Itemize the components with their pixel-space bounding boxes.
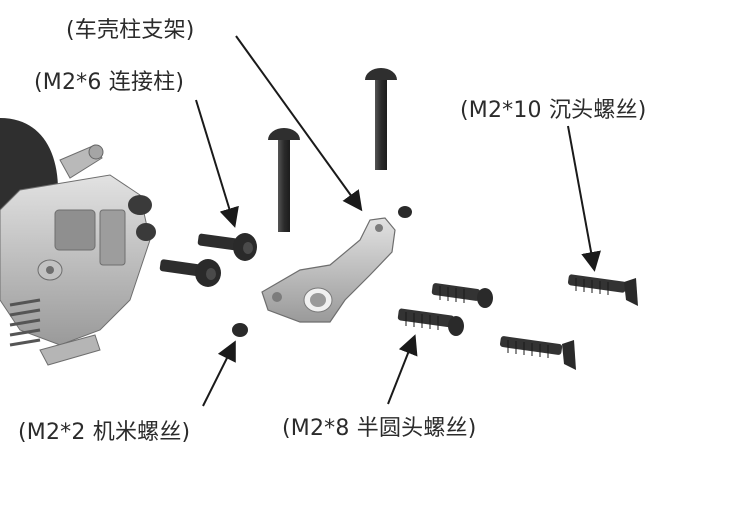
long-screw-left <box>268 128 300 232</box>
countersunk-screw-bottom <box>499 336 576 370</box>
arrow-bracket <box>235 35 363 212</box>
body-post-bracket <box>261 217 396 323</box>
pan-head-screw-top <box>431 283 493 308</box>
label-standoff: (M2*6 连接柱) <box>34 70 185 95</box>
pan-head-screw-mid <box>397 308 464 336</box>
label-body-post-bracket: (车壳柱支架) <box>66 18 195 43</box>
set-screw-lower <box>232 323 248 337</box>
label-machine-screw: (M2*2 机米螺丝) <box>18 420 191 445</box>
standoff-upper <box>197 233 257 261</box>
standoff-lower <box>159 259 221 287</box>
chassis-assembly <box>0 118 156 366</box>
arrow-machine-screw <box>202 340 236 407</box>
leader-arrows <box>195 35 601 407</box>
arrow-countersunk <box>567 125 601 272</box>
arrow-standoff <box>195 99 239 228</box>
countersunk-screw-top <box>567 274 638 306</box>
set-screw-upper <box>398 206 412 218</box>
label-pan-head-screw: (M2*8 半圆头螺丝) <box>282 416 477 441</box>
arrow-pan-head <box>387 334 418 405</box>
long-screw-right <box>365 68 397 170</box>
label-countersunk-screw: (M2*10 沉头螺丝) <box>460 98 647 123</box>
